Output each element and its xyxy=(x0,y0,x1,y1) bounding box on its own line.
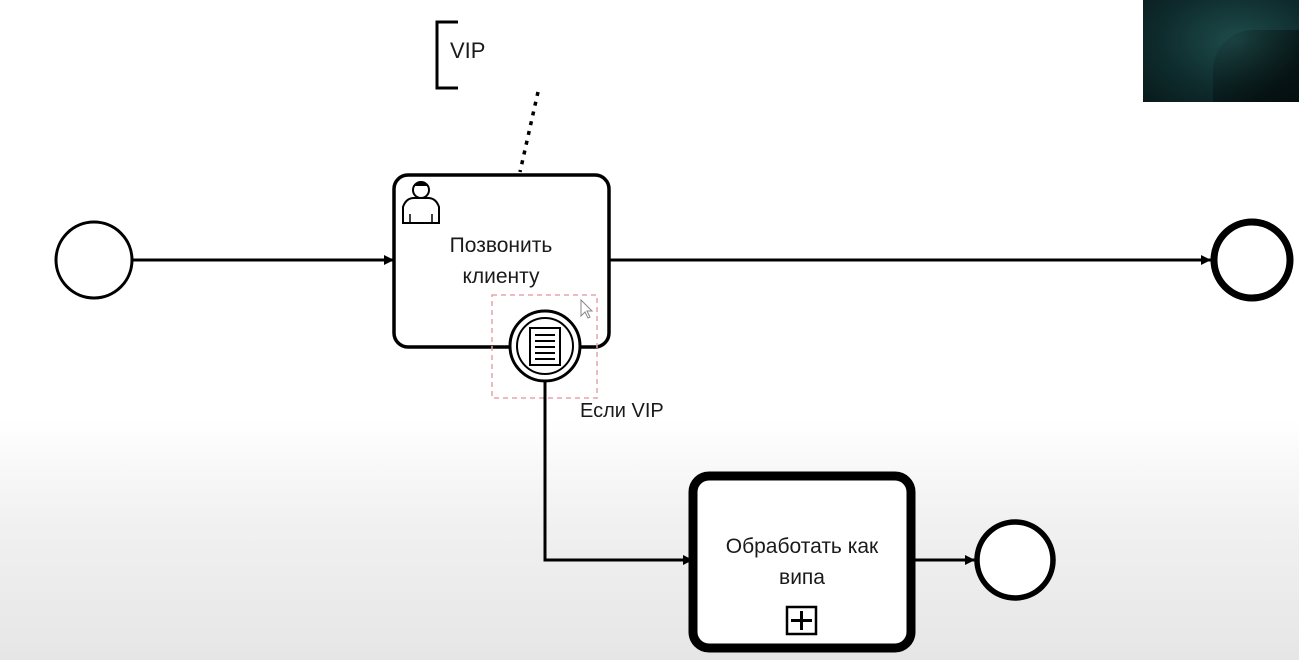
user-icon xyxy=(402,181,440,224)
document-icon xyxy=(529,327,561,366)
selection-outline xyxy=(491,294,598,399)
annotation-association xyxy=(518,91,540,173)
task-label-line1: Позвонить xyxy=(450,234,553,257)
subprocess-handle-vip[interactable]: Обработать как випа xyxy=(688,471,916,653)
end-event-vip[interactable] xyxy=(974,519,1056,601)
annotation-bracket xyxy=(435,20,458,90)
presenter-silhouette xyxy=(1213,30,1299,102)
boundary-conditional-event[interactable] xyxy=(508,309,582,383)
text-annotation[interactable]: VIP xyxy=(435,20,485,90)
mouse-cursor-icon xyxy=(580,298,594,319)
boundary-event-label: Если VIP xyxy=(580,400,664,422)
task-label-line2: клиенту xyxy=(462,265,540,288)
subprocess-label-line2: випа xyxy=(779,566,825,589)
user-task-call-client[interactable]: Позвонить клиенту xyxy=(392,173,611,349)
subprocess-box xyxy=(688,471,916,653)
sequence-flow-boundary-to-subprocess[interactable] xyxy=(543,381,693,565)
start-event[interactable] xyxy=(54,220,134,300)
plus-icon[interactable] xyxy=(785,605,818,636)
subprocess-label-line1: Обработать как xyxy=(726,535,879,558)
annotation-text: VIP xyxy=(450,38,485,63)
webcam-overlay xyxy=(1143,0,1299,102)
end-event-main[interactable] xyxy=(1210,218,1294,302)
